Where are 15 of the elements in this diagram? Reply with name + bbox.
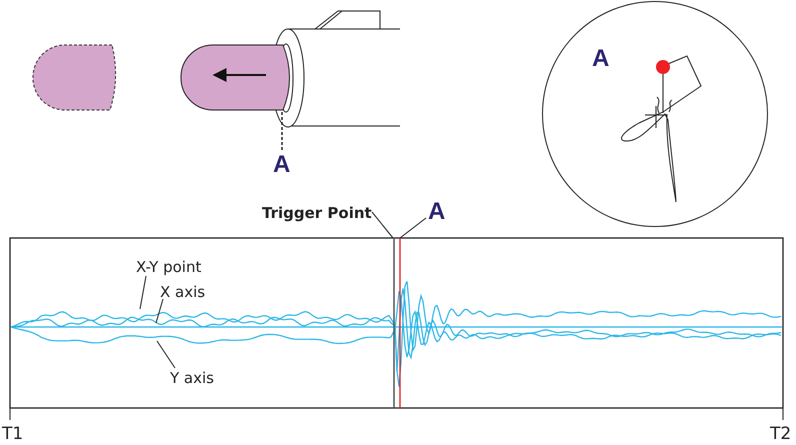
callout-letter: A	[273, 153, 290, 177]
leader-line	[140, 276, 146, 310]
leader-line	[156, 298, 164, 324]
callout-letter: A	[592, 47, 610, 71]
pointer-label: Trigger Point	[262, 206, 372, 221]
pointer-label: X-Y point	[136, 260, 202, 275]
callout-letter: A	[428, 200, 446, 224]
leader-line	[281, 112, 283, 150]
leader-line	[400, 218, 426, 238]
axis-label: T1	[2, 426, 24, 443]
axis-label: T2	[770, 426, 792, 443]
leader-line	[156, 340, 176, 368]
pointer-label: X axis	[160, 285, 206, 300]
leader-line	[372, 212, 394, 238]
pointer-label: Y axis	[170, 371, 214, 386]
